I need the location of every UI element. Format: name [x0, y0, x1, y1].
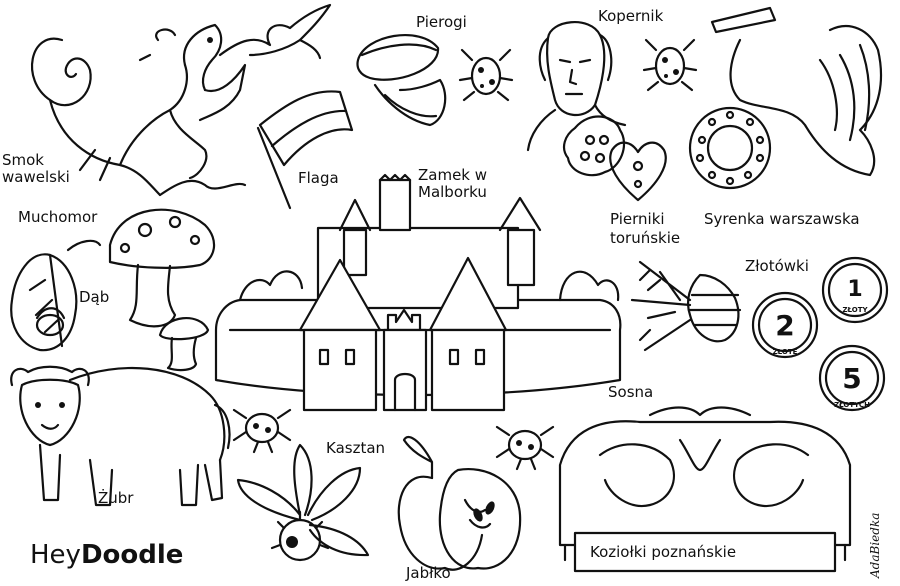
- label-pierniki: Pierniki toruńskie: [610, 210, 681, 247]
- label-zamek: Zamek w Malborku: [418, 166, 488, 201]
- coin-1-number: 1: [847, 277, 862, 302]
- apple-drawing: [397, 435, 522, 571]
- label-koziolki: Koziołki poznańskie: [590, 543, 737, 561]
- coin-5-text: ZŁOTYCH: [834, 401, 870, 409]
- label-kopernik: Kopernik: [598, 7, 664, 25]
- coin-5-number: 5: [842, 362, 861, 395]
- ladybug-drawing-3: [232, 408, 292, 454]
- coin-1-text: ZŁOTY: [842, 306, 868, 314]
- flag-drawing: [256, 90, 354, 210]
- oak-drawing: [10, 239, 102, 352]
- coin-2-number: 2: [775, 309, 794, 342]
- label-kasztan: Kasztan: [326, 439, 386, 457]
- pine-drawing: [630, 260, 742, 352]
- copernicus-drawing: [526, 20, 627, 152]
- label-dab: Dąb: [79, 288, 110, 306]
- label-smok: Smok wawelski: [2, 151, 70, 186]
- brand-logo-part2: Doodle: [80, 540, 184, 570]
- gingerbread-drawing: [562, 115, 667, 202]
- pierogi-drawing: [356, 34, 447, 127]
- label-sosna: Sosna: [608, 383, 654, 401]
- chestnut-drawing: [236, 443, 370, 562]
- brand-logo: HeyDoodle: [30, 540, 183, 570]
- brand-logo-part1: Hey: [30, 540, 81, 570]
- mushroom-drawing: [108, 208, 216, 372]
- castle-drawing: [214, 173, 622, 412]
- goats-drawing: [558, 406, 852, 573]
- label-pierogi: Pierogi: [416, 13, 467, 31]
- label-flaga: Flaga: [298, 169, 339, 187]
- artist-signature: AdaBiedka: [868, 512, 882, 578]
- label-zlotowki: Złotówki: [745, 257, 809, 275]
- dragon-drawing: [31, 3, 332, 197]
- coins-drawing: 1 ZŁOTY 2 ZŁOTE 5 ZŁOTYCH: [751, 256, 889, 412]
- mermaid-drawing: [688, 6, 883, 190]
- ladybug-drawing-1: [458, 48, 514, 102]
- coin-2-text: ZŁOTE: [773, 348, 798, 356]
- label-jablko: Jabłko: [406, 564, 451, 582]
- label-muchomor: Muchomor: [18, 208, 98, 226]
- label-syrenka: Syrenka warszawska: [704, 210, 860, 228]
- ladybug-drawing-4: [495, 425, 555, 471]
- ladybug-drawing-2: [642, 38, 698, 92]
- bison-drawing: [10, 365, 231, 507]
- label-zubr: Żubr: [98, 489, 134, 507]
